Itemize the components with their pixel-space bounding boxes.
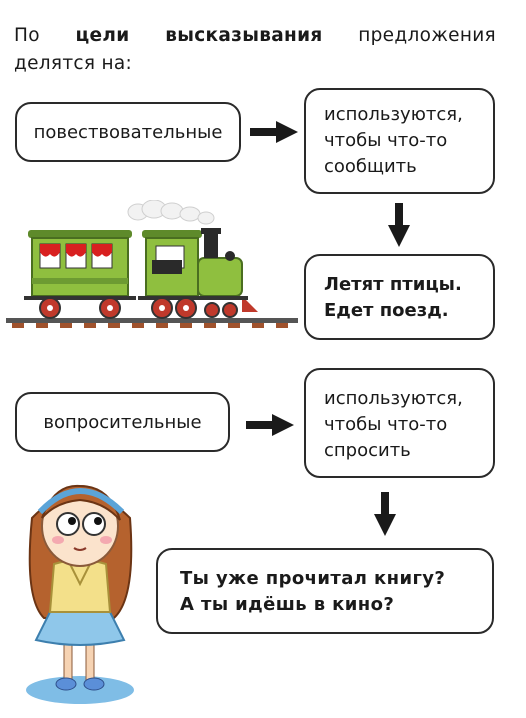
- purpose-line: сообщить: [324, 156, 417, 177]
- intro-word: предложения: [358, 25, 496, 46]
- narrative-type-label: повествовательные: [33, 121, 223, 143]
- girl-illustration: [26, 484, 134, 704]
- purpose-line: используются,: [324, 104, 463, 125]
- intro-word: По: [14, 25, 40, 46]
- down-arrow-icon: [388, 203, 410, 247]
- narrative-examples-box: Летят птицы. Едет поезд.: [304, 254, 495, 340]
- example-line: А ты идёшь в кино?: [180, 594, 395, 615]
- right-arrow-icon: [250, 121, 298, 143]
- down-arrow-icon: [374, 492, 396, 536]
- train-illustration: [6, 200, 298, 328]
- right-arrow-icon: [246, 414, 294, 436]
- interrogative-examples-box: Ты уже прочитал книгу? А ты идёшь в кино…: [156, 548, 494, 634]
- intro-word-bold: высказывания: [165, 25, 323, 46]
- purpose-line: чтобы что-то: [324, 414, 448, 435]
- interrogative-type-box: вопросительные: [15, 392, 230, 452]
- purpose-line: спросить: [324, 440, 411, 461]
- intro-line-1: По цели высказывания предложения: [14, 22, 496, 50]
- example-line: Едет поезд.: [324, 300, 449, 321]
- example-line: Летят птицы.: [324, 274, 462, 295]
- interrogative-type-label: вопросительные: [43, 411, 202, 433]
- narrative-purpose-box: используются, чтобы что-то сообщить: [304, 88, 495, 194]
- purpose-line: чтобы что-то: [324, 130, 448, 151]
- intro-word-bold: цели: [75, 25, 130, 46]
- interrogative-purpose-box: используются, чтобы что-то спросить: [304, 368, 495, 478]
- intro-line-2: делятся на:: [14, 53, 133, 74]
- example-line: Ты уже прочитал книгу?: [180, 568, 446, 589]
- purpose-line: используются,: [324, 388, 463, 409]
- intro-text: По цели высказывания предложения делятся…: [14, 22, 496, 78]
- narrative-type-box: повествовательные: [15, 102, 241, 162]
